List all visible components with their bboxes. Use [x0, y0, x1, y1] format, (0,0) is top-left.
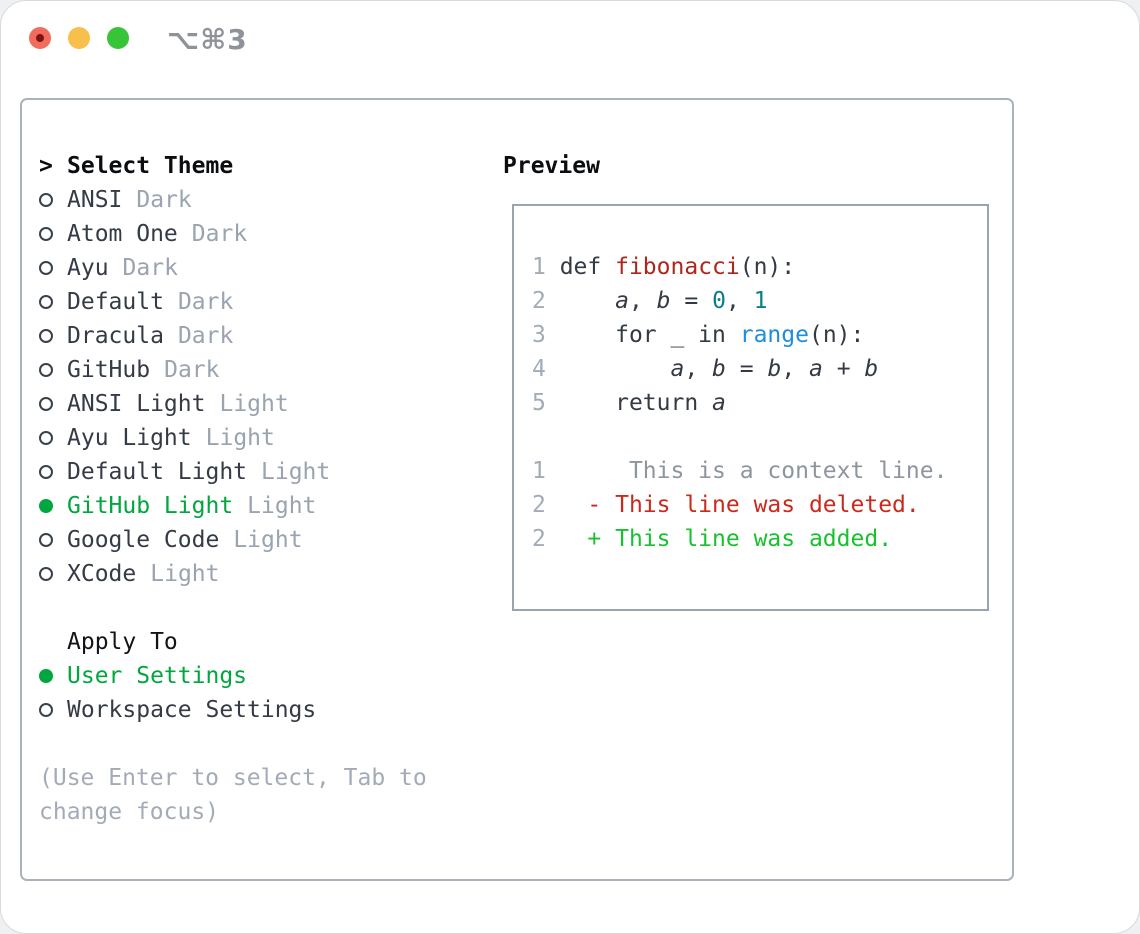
- theme-option-ayu-light[interactable]: Ayu Light Light: [39, 421, 489, 455]
- radio-unselected-icon[interactable]: [39, 465, 53, 479]
- radio-unselected-icon[interactable]: [39, 431, 53, 445]
- radio-unselected-icon[interactable]: [39, 329, 53, 343]
- code-line-2: 2 a, b = 0, 1: [532, 288, 768, 314]
- theme-variant: Dark: [164, 357, 220, 383]
- theme-variant: Light: [247, 493, 317, 519]
- spacer-row: [39, 591, 489, 625]
- apply-option-label: User Settings: [67, 663, 248, 689]
- code-line-3: 3 for _ in range(n):: [532, 322, 865, 348]
- theme-variant: Dark: [191, 221, 248, 247]
- theme-variant: Dark: [136, 187, 192, 213]
- theme-option-github-dark[interactable]: GitHub Dark: [39, 353, 489, 387]
- diff-deleted-line: 2 - This line was deleted.: [532, 492, 920, 518]
- preview-title: Preview: [503, 153, 600, 179]
- theme-variant: Light: [233, 527, 303, 553]
- theme-option-google-code[interactable]: Google Code Light: [39, 523, 489, 557]
- radio-unselected-icon[interactable]: [39, 193, 53, 207]
- radio-unselected-icon[interactable]: [39, 567, 53, 581]
- theme-option-ayu-dark[interactable]: Ayu Dark: [39, 251, 489, 285]
- theme-option-default-light[interactable]: Default Light Light: [39, 455, 489, 489]
- theme-name: ANSI: [67, 187, 123, 213]
- radio-unselected-icon[interactable]: [39, 227, 53, 241]
- theme-name-selected: GitHub Light: [67, 493, 234, 519]
- apply-option-workspace-settings[interactable]: Workspace Settings: [39, 693, 489, 727]
- minimize-button[interactable]: [68, 27, 90, 49]
- prompt-icon: >: [39, 153, 53, 179]
- spacer-row: [39, 727, 489, 761]
- radio-unselected-icon[interactable]: [39, 397, 53, 411]
- help-text-line1: (Use Enter to select, Tab to: [39, 765, 427, 791]
- select-theme-title: Select Theme: [67, 153, 234, 179]
- titlebar: ⌥⌘3: [1, 1, 1139, 75]
- help-text-line2: change focus): [39, 799, 220, 825]
- unsaved-indicator-icon: [36, 34, 44, 42]
- apply-to-title: Apply To: [67, 629, 178, 655]
- theme-name: Default Light: [67, 459, 248, 485]
- theme-option-ansi-dark[interactable]: ANSI Dark: [39, 183, 489, 217]
- radio-unselected-icon[interactable]: [39, 533, 53, 547]
- theme-name: GitHub: [67, 357, 151, 383]
- theme-name: Dracula: [67, 323, 164, 349]
- theme-name: Atom One: [67, 221, 178, 247]
- blank-line: [532, 424, 947, 458]
- select-theme-header: > Select Theme: [39, 149, 489, 183]
- theme-variant: Dark: [177, 289, 234, 315]
- theme-name: Ayu: [67, 255, 109, 281]
- theme-variant: Light: [219, 391, 289, 417]
- theme-variant: Dark: [122, 255, 178, 281]
- radio-selected-icon[interactable]: [39, 669, 53, 683]
- theme-option-ansi-light[interactable]: ANSI Light Light: [39, 387, 489, 421]
- zoom-button[interactable]: [107, 27, 129, 49]
- theme-name: Google Code: [67, 527, 220, 553]
- theme-option-default-dark[interactable]: Default Dark: [39, 285, 489, 319]
- theme-variant: Light: [150, 561, 220, 587]
- preview-pane: 1 def fibonacci(n): 2 a, b = 0, 1 3 for …: [512, 204, 989, 611]
- code-line-1: 1 def fibonacci(n):: [532, 254, 796, 280]
- theme-name: XCode: [67, 561, 137, 587]
- radio-unselected-icon[interactable]: [39, 261, 53, 275]
- apply-option-user-settings[interactable]: User Settings: [39, 659, 489, 693]
- radio-unselected-icon[interactable]: [39, 295, 53, 309]
- theme-variant: Dark: [177, 323, 234, 349]
- theme-name: ANSI Light: [67, 391, 206, 417]
- window-title: ⌥⌘3: [167, 23, 248, 56]
- theme-variant: Light: [205, 425, 275, 451]
- theme-option-xcode[interactable]: XCode Light: [39, 557, 489, 591]
- diff-added-line: 2 + This line was added.: [532, 526, 893, 552]
- preview-content: 1 def fibonacci(n): 2 a, b = 0, 1 3 for …: [532, 254, 947, 560]
- apply-to-header: Apply To: [39, 625, 489, 659]
- radio-unselected-icon[interactable]: [39, 363, 53, 377]
- theme-option-dracula-dark[interactable]: Dracula Dark: [39, 319, 489, 353]
- theme-variant: Light: [261, 459, 331, 485]
- code-line-5: 5 return a: [532, 390, 726, 416]
- theme-name: Default: [67, 289, 164, 315]
- apply-option-label: Workspace Settings: [67, 697, 317, 723]
- theme-option-github-light[interactable]: GitHub Light Light: [39, 489, 489, 523]
- code-line-4: 4 a, b = b, a + b: [532, 356, 879, 382]
- radio-unselected-icon[interactable]: [39, 703, 53, 717]
- theme-option-atom-one-dark[interactable]: Atom One Dark: [39, 217, 489, 251]
- radio-selected-icon[interactable]: [39, 499, 53, 513]
- theme-name: Ayu Light: [67, 425, 192, 451]
- diff-context-line: 1 This is a context line.: [532, 458, 948, 484]
- close-button[interactable]: [29, 27, 51, 49]
